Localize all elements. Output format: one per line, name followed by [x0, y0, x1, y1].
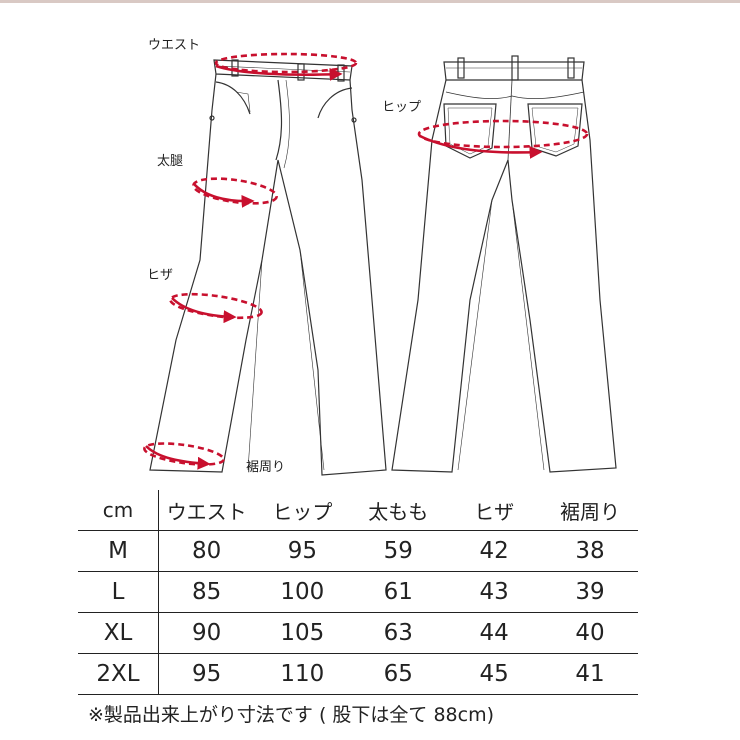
size-cell: M — [78, 530, 159, 572]
size-cell: L — [78, 571, 159, 613]
value-cell: 90 — [158, 612, 255, 654]
value-cell: 39 — [542, 571, 638, 613]
value-cell: 41 — [542, 653, 638, 695]
top-border — [0, 0, 740, 3]
size-table: cm ウエスト ヒップ 太もも ヒザ 裾周り M 80 95 59 42 38 … — [78, 490, 638, 695]
table-row-2xl: 2XL 95 110 65 45 41 — [78, 653, 638, 695]
label-hip: ヒップ — [382, 100, 422, 115]
value-cell: 95 — [158, 653, 255, 695]
front-measure-rings — [143, 52, 358, 470]
value-cell: 42 — [446, 530, 543, 572]
value-cell: 59 — [350, 530, 447, 572]
label-hem: 裾周り — [246, 460, 286, 475]
value-cell: 85 — [158, 571, 255, 613]
header-cell-knee: ヒザ — [446, 490, 543, 531]
value-cell: 61 — [350, 571, 447, 613]
value-cell: 95 — [254, 530, 351, 572]
table-header-row: cm ウエスト ヒップ 太もも ヒザ 裾周り — [78, 490, 638, 531]
table-row-l: L 85 100 61 43 39 — [78, 571, 638, 613]
value-cell: 110 — [254, 653, 351, 695]
size-cell: XL — [78, 612, 159, 654]
value-cell: 100 — [254, 571, 351, 613]
value-cell: 63 — [350, 612, 447, 654]
label-knee: ヒザ — [147, 268, 174, 283]
header-cell-hip: ヒップ — [254, 490, 351, 531]
hip-measure-ring — [417, 119, 589, 159]
header-cell-thigh: 太もも — [350, 490, 447, 531]
header-cell-unit: cm — [78, 490, 159, 531]
value-cell: 40 — [542, 612, 638, 654]
back-jeans — [391, 55, 617, 473]
value-cell: 43 — [446, 571, 543, 613]
value-cell: 38 — [542, 530, 638, 572]
table-row-m: M 80 95 59 42 38 — [78, 530, 638, 572]
front-jeans — [149, 59, 387, 476]
jeans-illustration — [143, 52, 617, 476]
value-cell: 105 — [254, 612, 351, 654]
size-cell: 2XL — [78, 653, 159, 695]
header-cell-waist: ウエスト — [158, 490, 255, 531]
label-waist: ウエスト — [148, 38, 201, 53]
value-cell: 44 — [446, 612, 543, 654]
header-cell-hem: 裾周り — [542, 490, 638, 531]
label-thigh: 太腿 — [157, 154, 184, 169]
footnote: ※製品出来上がり寸法です ( 股下は全て 88cm) — [88, 704, 494, 726]
jeans-diagram: ウエスト 太腿 ヒザ 裾周り ヒップ — [143, 38, 617, 476]
table-row-xl: XL 90 105 63 44 40 — [78, 612, 638, 654]
value-cell: 65 — [350, 653, 447, 695]
value-cell: 45 — [446, 653, 543, 695]
value-cell: 80 — [158, 530, 255, 572]
